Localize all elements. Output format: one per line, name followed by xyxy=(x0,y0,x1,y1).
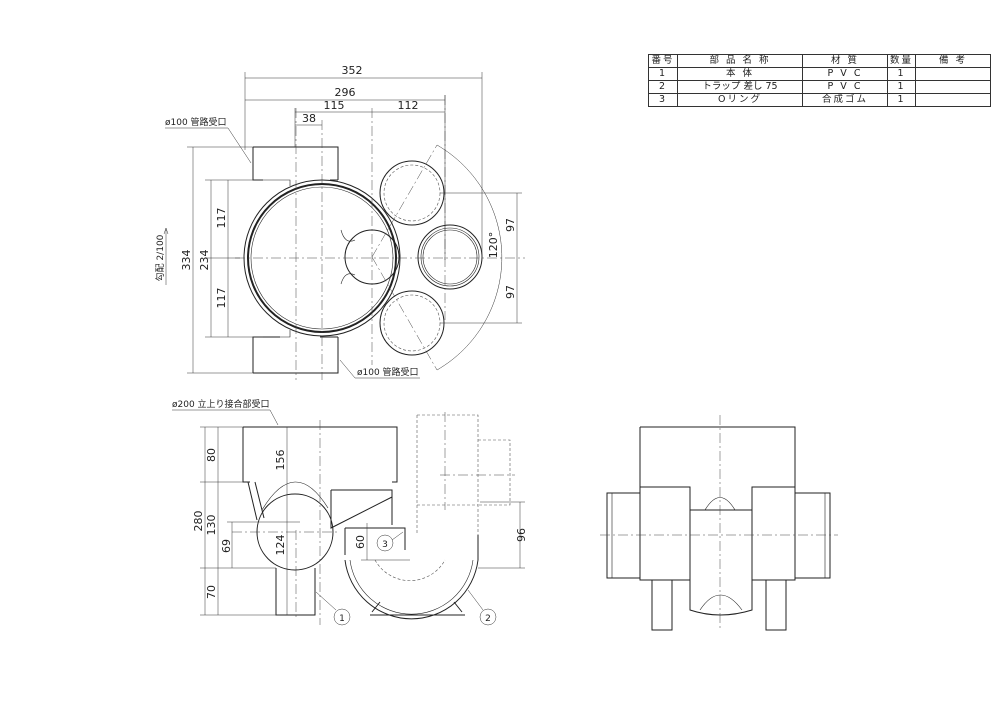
dim-angle-120: 120° xyxy=(487,232,500,259)
dim-112: 112 xyxy=(398,99,419,112)
dim-70: 70 xyxy=(205,585,218,599)
parts-table-header: 番号 部 品 名 称 材 質 数量 備 考 xyxy=(648,54,992,68)
dim-334: 334 xyxy=(180,250,193,271)
dim-124: 124 xyxy=(274,535,287,556)
callout-1: 1 xyxy=(339,614,345,624)
label-riser-socket: ø200 立上り接合部受口 xyxy=(172,398,270,410)
callout-2-circle xyxy=(479,608,497,626)
label-inlet-bottom: ø100 管路受口 xyxy=(357,366,419,378)
dim-352: 352 xyxy=(342,64,363,77)
plan-view: 352 296 115 112 38 334 234 117 117 97 97… xyxy=(154,64,525,380)
dim-38: 38 xyxy=(302,112,316,125)
callout-2: 2 xyxy=(485,614,491,624)
inlet-stub-top xyxy=(252,146,339,181)
table-row: 3 Oリング 合成ゴム 1 xyxy=(648,93,992,107)
cell: 1 xyxy=(886,93,917,107)
angle-arc xyxy=(436,144,503,371)
table-row: 2 トラップ 差し 75 P V C 1 xyxy=(648,80,992,94)
label-inlet-top: ø100 管路受口 xyxy=(165,116,227,128)
dim-69: 69 xyxy=(220,539,233,553)
dim-234: 234 xyxy=(198,250,211,271)
dim-156: 156 xyxy=(274,450,287,471)
outlet-stub xyxy=(275,568,316,616)
cell: 3 xyxy=(648,93,678,107)
dim-130: 130 xyxy=(205,515,218,536)
dim-117-lower: 117 xyxy=(215,288,228,309)
inlet-stub-bottom xyxy=(252,336,339,374)
table-row: 1 本 体 P V C 1 xyxy=(648,67,992,81)
dim-280: 280 xyxy=(192,511,205,532)
dim-115: 115 xyxy=(324,99,345,112)
side-view xyxy=(600,415,838,631)
dim-117-upper: 117 xyxy=(215,208,228,229)
riser-socket xyxy=(242,426,398,483)
callout-3-circle xyxy=(376,534,394,552)
callout-1-circle xyxy=(333,608,351,626)
front-view: 280 80 130 70 69 156 124 60 96 ø200 立上り接… xyxy=(172,398,528,626)
dim-97-lower: 97 xyxy=(504,285,517,299)
cell: Oリング xyxy=(677,93,803,107)
dim-80: 80 xyxy=(205,448,218,462)
callout-3: 3 xyxy=(382,540,388,550)
dim-96: 96 xyxy=(515,528,528,542)
dim-296: 296 xyxy=(335,86,356,99)
u-trap xyxy=(344,535,479,620)
slope-arrow-icon xyxy=(163,227,169,285)
dim-97-upper: 97 xyxy=(504,218,517,232)
dim-60: 60 xyxy=(354,535,367,549)
parts-table: 番号 部 品 名 称 材 質 数量 備 考 1 本 体 P V C 1 2 トラ… xyxy=(648,54,992,107)
slope-label: 勾配 2/100 xyxy=(154,234,166,281)
cell xyxy=(915,93,992,107)
